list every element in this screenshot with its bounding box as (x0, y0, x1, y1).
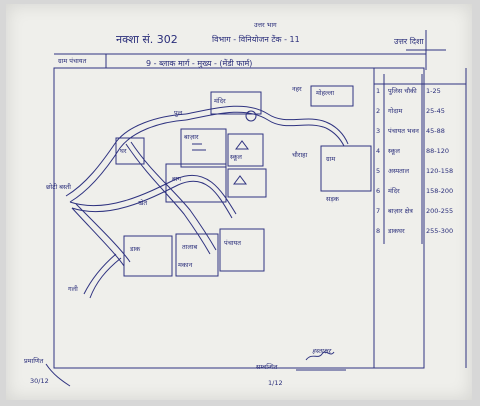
legend-index: 1 (376, 87, 381, 95)
legend-name: पंचायत भवन (388, 127, 419, 135)
legend-name: पुलिस चौकी (388, 87, 417, 95)
legend-name: डाकघर (388, 227, 405, 235)
legend-name: मंदिर (388, 187, 400, 195)
legend-code: 45-88 (426, 127, 445, 135)
map-label: पुल (174, 109, 183, 117)
legend-index: 4 (376, 147, 381, 155)
signature: हस्ताक्षर (312, 347, 331, 355)
footer-center-date: 1/12 (268, 379, 283, 387)
panchayat-tag: ग्राम पंचायत (58, 57, 87, 65)
legend-name: अस्पताल (388, 167, 409, 175)
legend-index: 8 (376, 227, 381, 235)
legend-index: 6 (376, 187, 381, 195)
legend-code: 88-120 (426, 147, 450, 155)
legend-code: 158-200 (426, 187, 454, 195)
sheet-number: नक्शा सं. 302 (116, 33, 178, 46)
map-label: छोटी बस्ती (46, 183, 71, 191)
legend-code: 255-300 (426, 227, 454, 235)
map-label: तालाब (182, 243, 198, 251)
map-frame (53, 67, 425, 369)
map-label: डाक (130, 245, 141, 253)
map-label: गली (68, 285, 78, 293)
map-label: मकान (178, 261, 193, 269)
legend-code: 120-158 (426, 167, 454, 175)
map-label: मोहल्ला (316, 89, 335, 97)
legend-index: 2 (376, 107, 381, 115)
map-label: नहर (292, 85, 302, 93)
map-label: बाज़ार (184, 133, 199, 141)
map-label: बाग (172, 175, 182, 183)
map-label: मंदिर (214, 97, 226, 105)
legend-name: बाज़ार क्षेत्र (388, 207, 413, 215)
route-title: 9 - ब्लाक मार्ग - मुख्य - (मेंडी फार्म) (146, 59, 253, 68)
footer-left-date: 30/12 (30, 377, 49, 385)
legend-name: स्कूल (388, 147, 400, 155)
map-label: चौराहा (292, 151, 308, 159)
map-label: घर (120, 147, 127, 155)
map-drawing (45, 30, 467, 387)
legend-index: 5 (376, 167, 381, 175)
map-label: पंचायत (224, 239, 241, 247)
scanned-sheet: उत्तर भाग नक्शा सं. 302 विभाग - विनियोजन… (6, 4, 472, 400)
footer-center-name: सम्बन्धित (256, 363, 278, 371)
top-small-label: उत्तर भाग (254, 21, 277, 29)
footer-stamp: प्रमाणित (24, 357, 44, 365)
map-label: सड़क (326, 195, 339, 203)
department-label: विभाग - विनियोजन टेंक - 11 (212, 35, 300, 44)
map-label: ग्राम (326, 155, 336, 163)
legend-name: गोदाम (388, 107, 403, 115)
direction-title: उत्तर दिशा (394, 37, 424, 46)
legend-code: 200-255 (426, 207, 454, 215)
legend-code: 25-45 (426, 107, 445, 115)
legend-index: 7 (376, 207, 381, 215)
map-label: खेत (138, 199, 148, 207)
legend-index: 3 (376, 127, 381, 135)
legend-code: 1-25 (426, 87, 441, 95)
map-label: स्कूल (230, 153, 242, 161)
